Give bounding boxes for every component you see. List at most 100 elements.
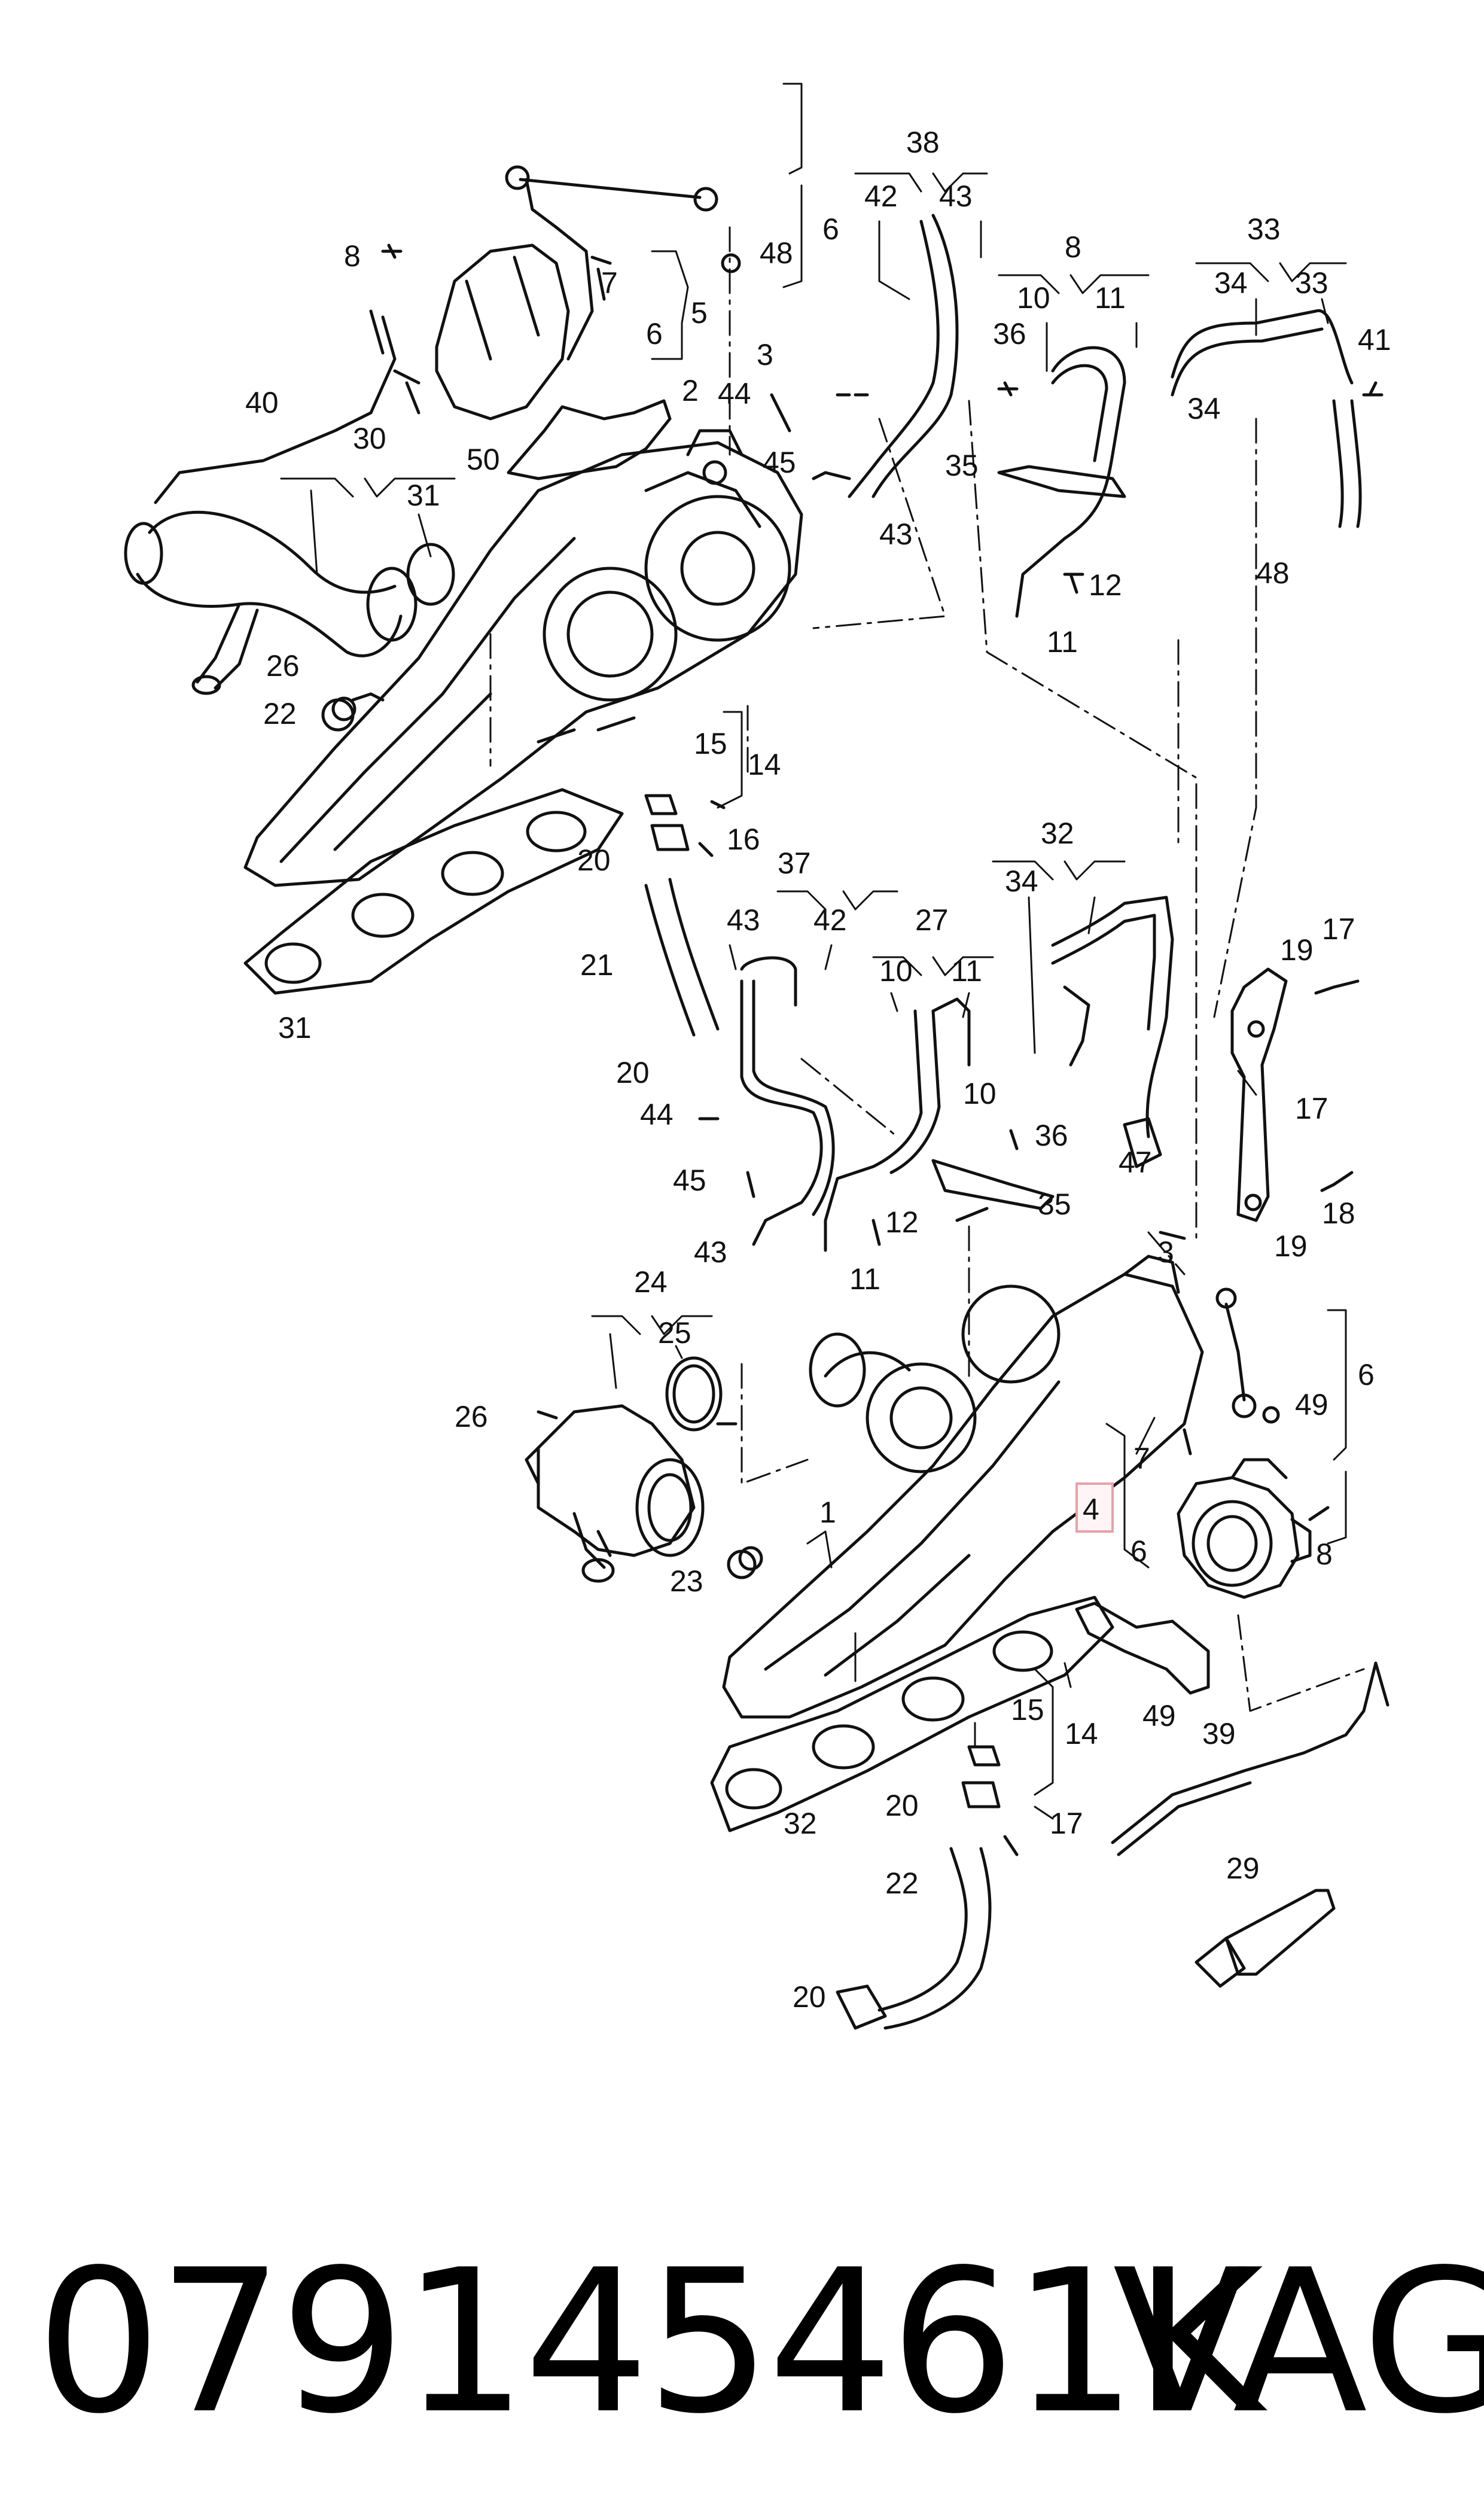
callout-25: 25 xyxy=(658,1316,691,1350)
callout-48b: 49 xyxy=(1295,1388,1328,1421)
callout-19b: 19 xyxy=(1274,1229,1308,1263)
callout-5: 5 xyxy=(691,296,708,330)
lower-intake-elbow-24 xyxy=(525,1404,705,1583)
upper-coolant-hose-21 xyxy=(644,794,720,1037)
callout-36b: 36 xyxy=(1035,1119,1068,1152)
callout-4: 4 xyxy=(1083,1493,1099,1526)
footer: 079145461K VAG xyxy=(0,2225,1484,2501)
callout-31b: 32 xyxy=(784,1807,817,1840)
callout-49: 49 xyxy=(1142,1699,1176,1733)
callout-11: 11 xyxy=(1095,281,1126,315)
callout-16: 17 xyxy=(1295,1092,1328,1125)
callout-26: 26 xyxy=(266,649,300,683)
callout-2: 2 xyxy=(682,374,699,407)
lower-exhaust-manifold-turbo xyxy=(722,1255,1204,1719)
callout-labels: 38 42 43 8 10 11 33 34 33 36 41 34 44 35… xyxy=(245,126,1391,2014)
callout-44b: 44 xyxy=(640,1098,674,1131)
callout-11d: 11 xyxy=(849,1262,880,1296)
callout-12b: 12 xyxy=(885,1205,919,1239)
callout-43: 43 xyxy=(939,179,973,213)
callout-6: 6 xyxy=(646,317,663,351)
callout-7b: 7 xyxy=(1133,1442,1150,1475)
callout-13: 14 xyxy=(748,748,781,781)
callout-35b: 35 xyxy=(1038,1188,1071,1221)
callout-30: 29 xyxy=(1226,1852,1260,1885)
callout-34: 34 xyxy=(1214,266,1248,300)
callout-32: 32 xyxy=(1041,817,1074,850)
callout-27: 27 xyxy=(915,903,949,937)
sealant-tube-30 xyxy=(1194,1889,1336,1988)
callout-29: 31 xyxy=(407,479,440,512)
callout-46: 47 xyxy=(1119,1146,1152,1179)
callout-20b: 20 xyxy=(616,1056,650,1089)
lower-bracket-16 xyxy=(1230,967,1288,1222)
callout-43b: 43 xyxy=(879,517,913,551)
upper-exhaust-manifold-turbo xyxy=(243,429,803,887)
callout-14b: 15 xyxy=(1011,1693,1044,1727)
leader-lines xyxy=(280,83,1347,1820)
callout-9: 8 xyxy=(1065,230,1081,264)
callout-40: 40 xyxy=(245,386,279,419)
callout-19: 19 xyxy=(1280,933,1314,967)
lower-bracket-49 xyxy=(1075,1601,1210,1695)
callout-47: 48 xyxy=(1256,556,1290,590)
upper-wastegate-actuator xyxy=(381,165,718,421)
callout-13b: 14 xyxy=(1065,1717,1098,1750)
callout-24: 24 xyxy=(634,1265,668,1299)
callout-6d: 6 xyxy=(1130,1534,1147,1568)
callout-45: 45 xyxy=(763,446,796,479)
highlight-box-4 xyxy=(1075,1482,1114,1533)
lower-o-ring-seal xyxy=(665,1356,723,1432)
lower-manifold-gasket xyxy=(710,1596,1114,1832)
callout-3: 3 xyxy=(757,338,773,372)
upper-o-ring-seal xyxy=(406,543,455,606)
callout-21: 21 xyxy=(580,948,614,982)
callout-20c: 20 xyxy=(885,1789,919,1822)
callout-33-sub: 33 xyxy=(1295,266,1328,300)
upper-manifold-gasket xyxy=(243,788,624,995)
callout-22: 22 xyxy=(885,1867,919,1900)
callout-43d: 43 xyxy=(694,1235,727,1269)
callout-10c: 10 xyxy=(963,1077,997,1110)
callout-38: 38 xyxy=(906,126,940,159)
callout-28: 30 xyxy=(353,422,386,455)
callout-44: 44 xyxy=(718,377,751,410)
callout-12: 12 xyxy=(1089,568,1122,602)
lower-oil-lines xyxy=(740,896,1174,1252)
part-number: 079145461K xyxy=(36,2227,1263,2457)
parts-diagram: 38 42 43 8 10 11 33 34 33 36 41 34 44 35… xyxy=(124,83,1391,2030)
callout-17: 17 xyxy=(1322,912,1355,946)
callout-14: 15 xyxy=(694,727,727,760)
callout-41: 41 xyxy=(1358,323,1391,357)
upper-vacuum-line-40 xyxy=(154,309,397,504)
callout-33: 33 xyxy=(1247,212,1281,246)
callout-6b: 6 xyxy=(822,212,839,246)
callout-39: 39 xyxy=(1202,1717,1236,1750)
dash-dot-connectors xyxy=(489,226,1365,1748)
callout-20: 20 xyxy=(577,844,611,877)
callout-20d: 20 xyxy=(793,1980,826,2014)
lower-coolant-hose-22 xyxy=(836,1745,1001,2030)
callout-48: 48 xyxy=(760,236,793,270)
callout-6c: 6 xyxy=(1358,1358,1375,1392)
callout-42b: 42 xyxy=(813,903,847,937)
callout-11b: 11 xyxy=(1047,625,1078,659)
callout-31: 31 xyxy=(278,1011,312,1045)
callout-8: 8 xyxy=(344,239,361,273)
callout-23: 22 xyxy=(263,697,297,730)
callout-3b: 3 xyxy=(1157,1235,1174,1269)
callout-10: 10 xyxy=(1017,281,1050,315)
callout-23b: 23 xyxy=(670,1564,703,1598)
callout-35: 35 xyxy=(945,449,979,482)
callout-15b: 17 xyxy=(1050,1807,1083,1840)
fasteners xyxy=(321,253,1384,1856)
callout-7: 7 xyxy=(601,266,618,300)
callout-34c: 34 xyxy=(1005,864,1038,898)
callout-15: 16 xyxy=(727,823,760,856)
callout-11c: 11 xyxy=(951,954,982,988)
upper-bracket-50 xyxy=(507,399,672,480)
callout-36: 36 xyxy=(993,317,1026,351)
callout-26b: 26 xyxy=(455,1400,488,1433)
callout-50: 50 xyxy=(467,443,500,476)
callout-37: 37 xyxy=(778,847,811,880)
